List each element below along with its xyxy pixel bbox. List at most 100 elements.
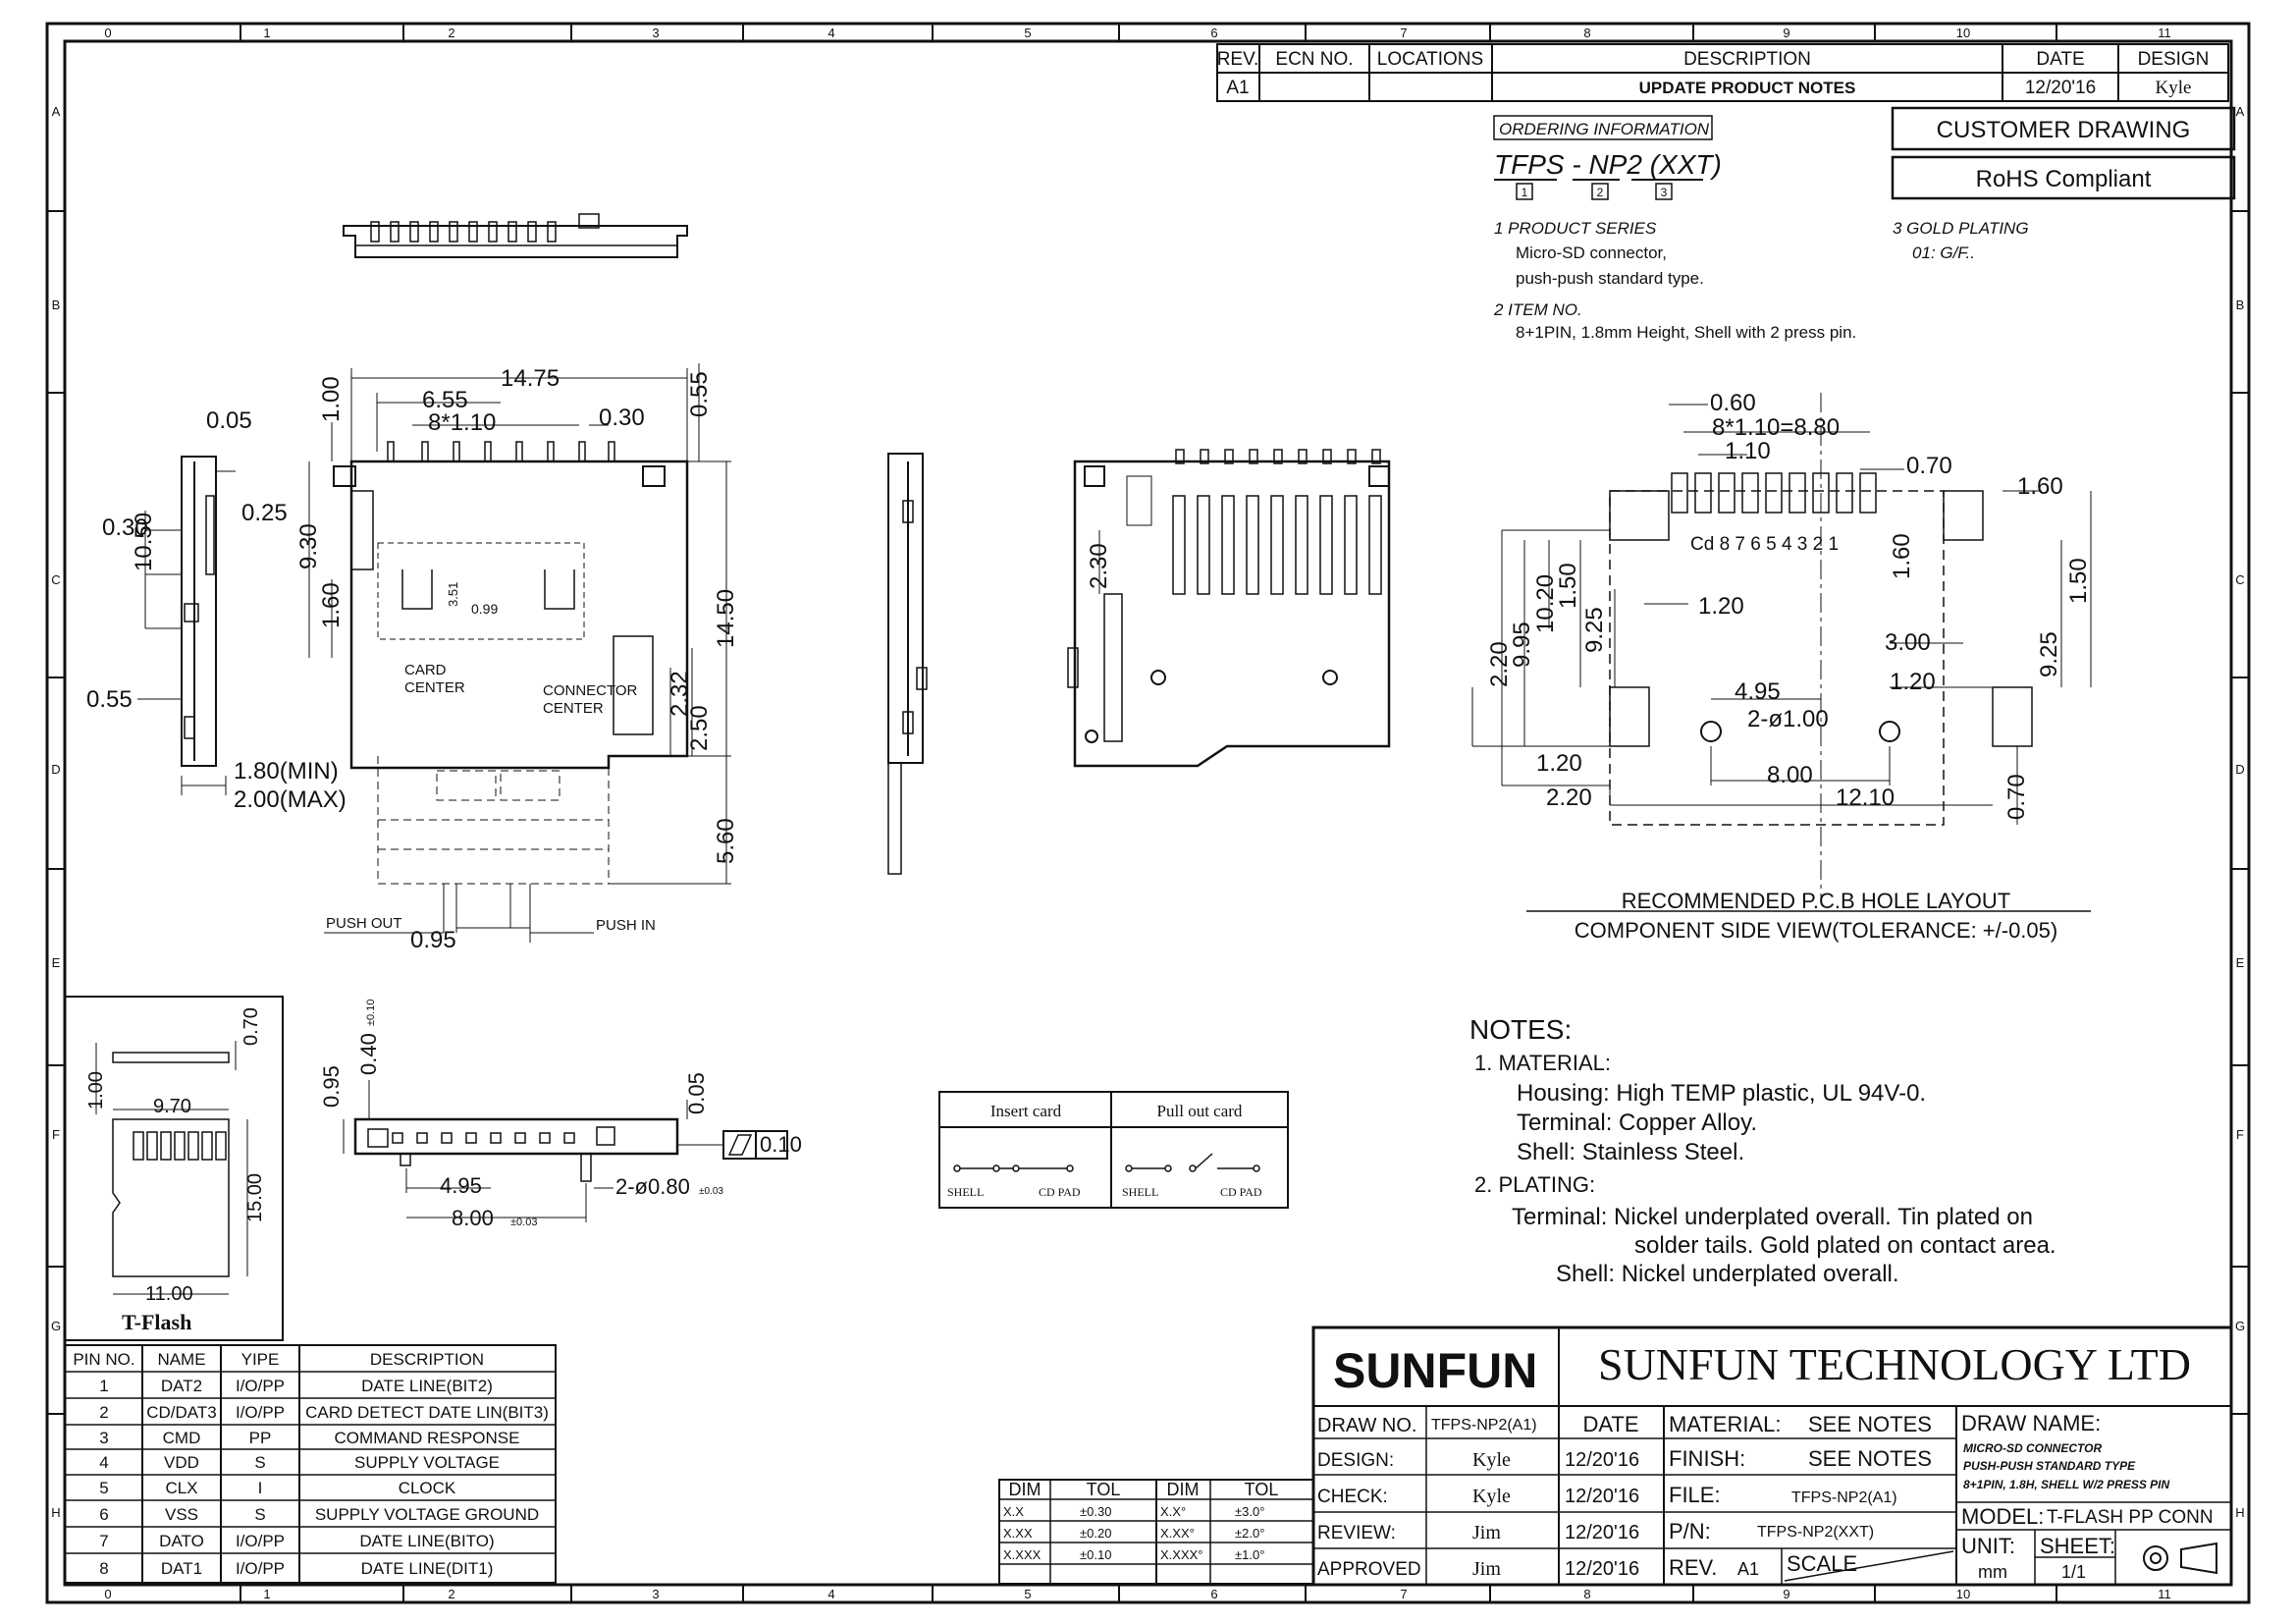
pin-type: I/O/PP xyxy=(236,1559,285,1578)
tb-label: DRAW NAME: xyxy=(1961,1411,2101,1435)
tb-label: DESIGN: xyxy=(1317,1450,1394,1471)
pcb-dim: 9.25 xyxy=(2036,631,2062,677)
item3-title: 3 GOLD PLATING xyxy=(1893,219,2029,238)
col-label: 9 xyxy=(1783,1587,1789,1601)
tb-label: SHEET: xyxy=(2040,1534,2115,1558)
pcb-dim: 1.50 xyxy=(1555,563,1581,609)
pin-desc: CARD DETECT DATE LIN(BIT3) xyxy=(305,1403,549,1422)
col-label: 5 xyxy=(1024,1587,1031,1601)
pin-desc: COMMAND RESPONSE xyxy=(335,1429,520,1447)
row-label: C xyxy=(51,572,60,587)
tol-value: ±0.10 xyxy=(1080,1547,1111,1562)
tflash-card: 9.70 11.00 0.70 1.00 15.00 T-Flash xyxy=(64,996,284,1341)
dim-label: 0.25 xyxy=(241,500,288,526)
pin-no: 5 xyxy=(99,1479,108,1497)
dim-label: 0.99 xyxy=(471,601,498,617)
pcb-dim: 1.10 xyxy=(1725,438,1771,464)
row-label: G xyxy=(2235,1319,2245,1333)
row-label: H xyxy=(2235,1505,2244,1520)
item3-line: 01: G/F.. xyxy=(1912,244,1975,262)
note-line: 1. MATERIAL: xyxy=(1474,1051,1611,1075)
pcb-dim: 0.70 xyxy=(2003,774,2030,820)
tb-label: REV. xyxy=(1669,1555,1717,1580)
rev-header: LOCATIONS xyxy=(1377,49,1483,70)
bottom-dim: 0.05 xyxy=(684,1072,709,1114)
pcb-dim: 0.60 xyxy=(1710,390,1756,416)
rev-header: DATE xyxy=(2036,49,2084,70)
pcb-dim: 8.00 xyxy=(1767,762,1813,788)
tflash-label: T-Flash xyxy=(122,1310,191,1334)
row-label: A xyxy=(2236,104,2245,119)
pin-type: I/O/PP xyxy=(236,1377,285,1395)
tb-label: APPROVED xyxy=(1317,1559,1421,1580)
pin-no: 7 xyxy=(99,1532,108,1550)
dim-label: 3.51 xyxy=(446,582,460,607)
draw-name-line: PUSH-PUSH STANDARD TYPE xyxy=(1963,1459,2136,1473)
tb-label: DATE xyxy=(1582,1412,1638,1436)
tol-dim: X.XX° xyxy=(1160,1526,1195,1541)
pcb-subtitle: COMPONENT SIDE VIEW(TOLERANCE: +/-0.05) xyxy=(1575,918,2057,943)
dim-label: 14.75 xyxy=(501,365,560,392)
bottom-dim: 0.40 xyxy=(356,1033,381,1075)
dim-label: 1.00 xyxy=(318,376,345,422)
dim-label: 0.55 xyxy=(686,371,713,417)
pcb-hole-dim: 2-ø1.00 xyxy=(1747,706,1829,732)
col-label: 2 xyxy=(448,1587,454,1601)
note-line: 2. PLATING: xyxy=(1474,1172,1595,1197)
tb-label: CHECK: xyxy=(1317,1487,1388,1507)
review-date: 12/20'16 xyxy=(1565,1522,1639,1543)
notes-heading: NOTES: xyxy=(1469,1014,1572,1045)
pin-no: 1 xyxy=(99,1377,108,1395)
col-label: 4 xyxy=(828,1587,834,1601)
pin-name: DAT1 xyxy=(161,1559,202,1578)
tol-header: DIM xyxy=(1009,1480,1041,1499)
side-view-left: 0.05 0.25 0.30 0.55 1.80(MIN) 2.00(MAX) … xyxy=(86,407,347,813)
bottom-hole-dim: 2-ø0.80 xyxy=(615,1174,690,1199)
pcb-dim: 9.95 xyxy=(1509,622,1535,668)
bottom-dim: 0.95 xyxy=(319,1065,344,1108)
dim-label: 0.95 xyxy=(410,927,456,953)
tol-value: ±2.0° xyxy=(1235,1526,1264,1541)
dim-label: 2.30 xyxy=(1086,543,1112,589)
tb-label: FILE: xyxy=(1669,1483,1721,1507)
pin-no: 2 xyxy=(99,1403,108,1422)
note-line: Terminal: Copper Alloy. xyxy=(1517,1110,1757,1136)
dim-label: 2.50 xyxy=(686,705,713,751)
model-value: T-FLASH PP CONN xyxy=(2047,1507,2214,1528)
tb-label: P/N: xyxy=(1669,1519,1711,1543)
tb-label: REVIEW: xyxy=(1317,1523,1396,1543)
rev-header: DESIGN xyxy=(2138,49,2210,70)
revision-value: A1 xyxy=(1737,1559,1759,1579)
pcb-dim: 10.20 xyxy=(1532,574,1559,633)
pcb-dim: 4.95 xyxy=(1735,678,1781,705)
rev-header: DESCRIPTION xyxy=(1683,49,1811,70)
tol-dim: X.X xyxy=(1003,1504,1024,1519)
pin-no: 4 xyxy=(99,1453,108,1472)
cd-pad-label: CD PAD xyxy=(1039,1185,1081,1199)
tol-dim: X.XXX° xyxy=(1160,1547,1203,1562)
finish-value: SEE NOTES xyxy=(1808,1446,1932,1471)
row-label: E xyxy=(52,955,61,970)
dim-label: 0.55 xyxy=(86,686,133,713)
col-label: 1 xyxy=(263,1587,270,1601)
material-value: SEE NOTES xyxy=(1808,1412,1932,1436)
dim-label: 8*1.10 xyxy=(428,409,496,436)
row-label: B xyxy=(52,298,61,312)
row-label: E xyxy=(2236,955,2245,970)
pin-no: 6 xyxy=(99,1505,108,1524)
pcb-dim: 9.25 xyxy=(1581,607,1608,653)
card-dim: 11.00 xyxy=(145,1283,193,1305)
tol-value: ±0.20 xyxy=(1080,1526,1111,1541)
col-label: 7 xyxy=(1400,1587,1407,1601)
note-line: Housing: High TEMP plastic, UL 94V-0. xyxy=(1517,1080,1926,1107)
shell-label: SHELL xyxy=(947,1185,984,1199)
customer-drawing-badge: CUSTOMER DRAWING xyxy=(1937,117,2191,143)
note-line: Terminal: Nickel underplated overall. Ti… xyxy=(1512,1204,2033,1230)
col-label: 7 xyxy=(1400,26,1407,40)
ordering-heading: ORDERING INFORMATION xyxy=(1499,120,1710,138)
pin-header: PIN NO. xyxy=(73,1350,134,1369)
pin-type: S xyxy=(254,1453,265,1472)
bottom-dim: 8.00 xyxy=(452,1206,494,1230)
push-in-label: PUSH IN xyxy=(596,917,656,934)
pin-name: CD/DAT3 xyxy=(146,1403,216,1422)
